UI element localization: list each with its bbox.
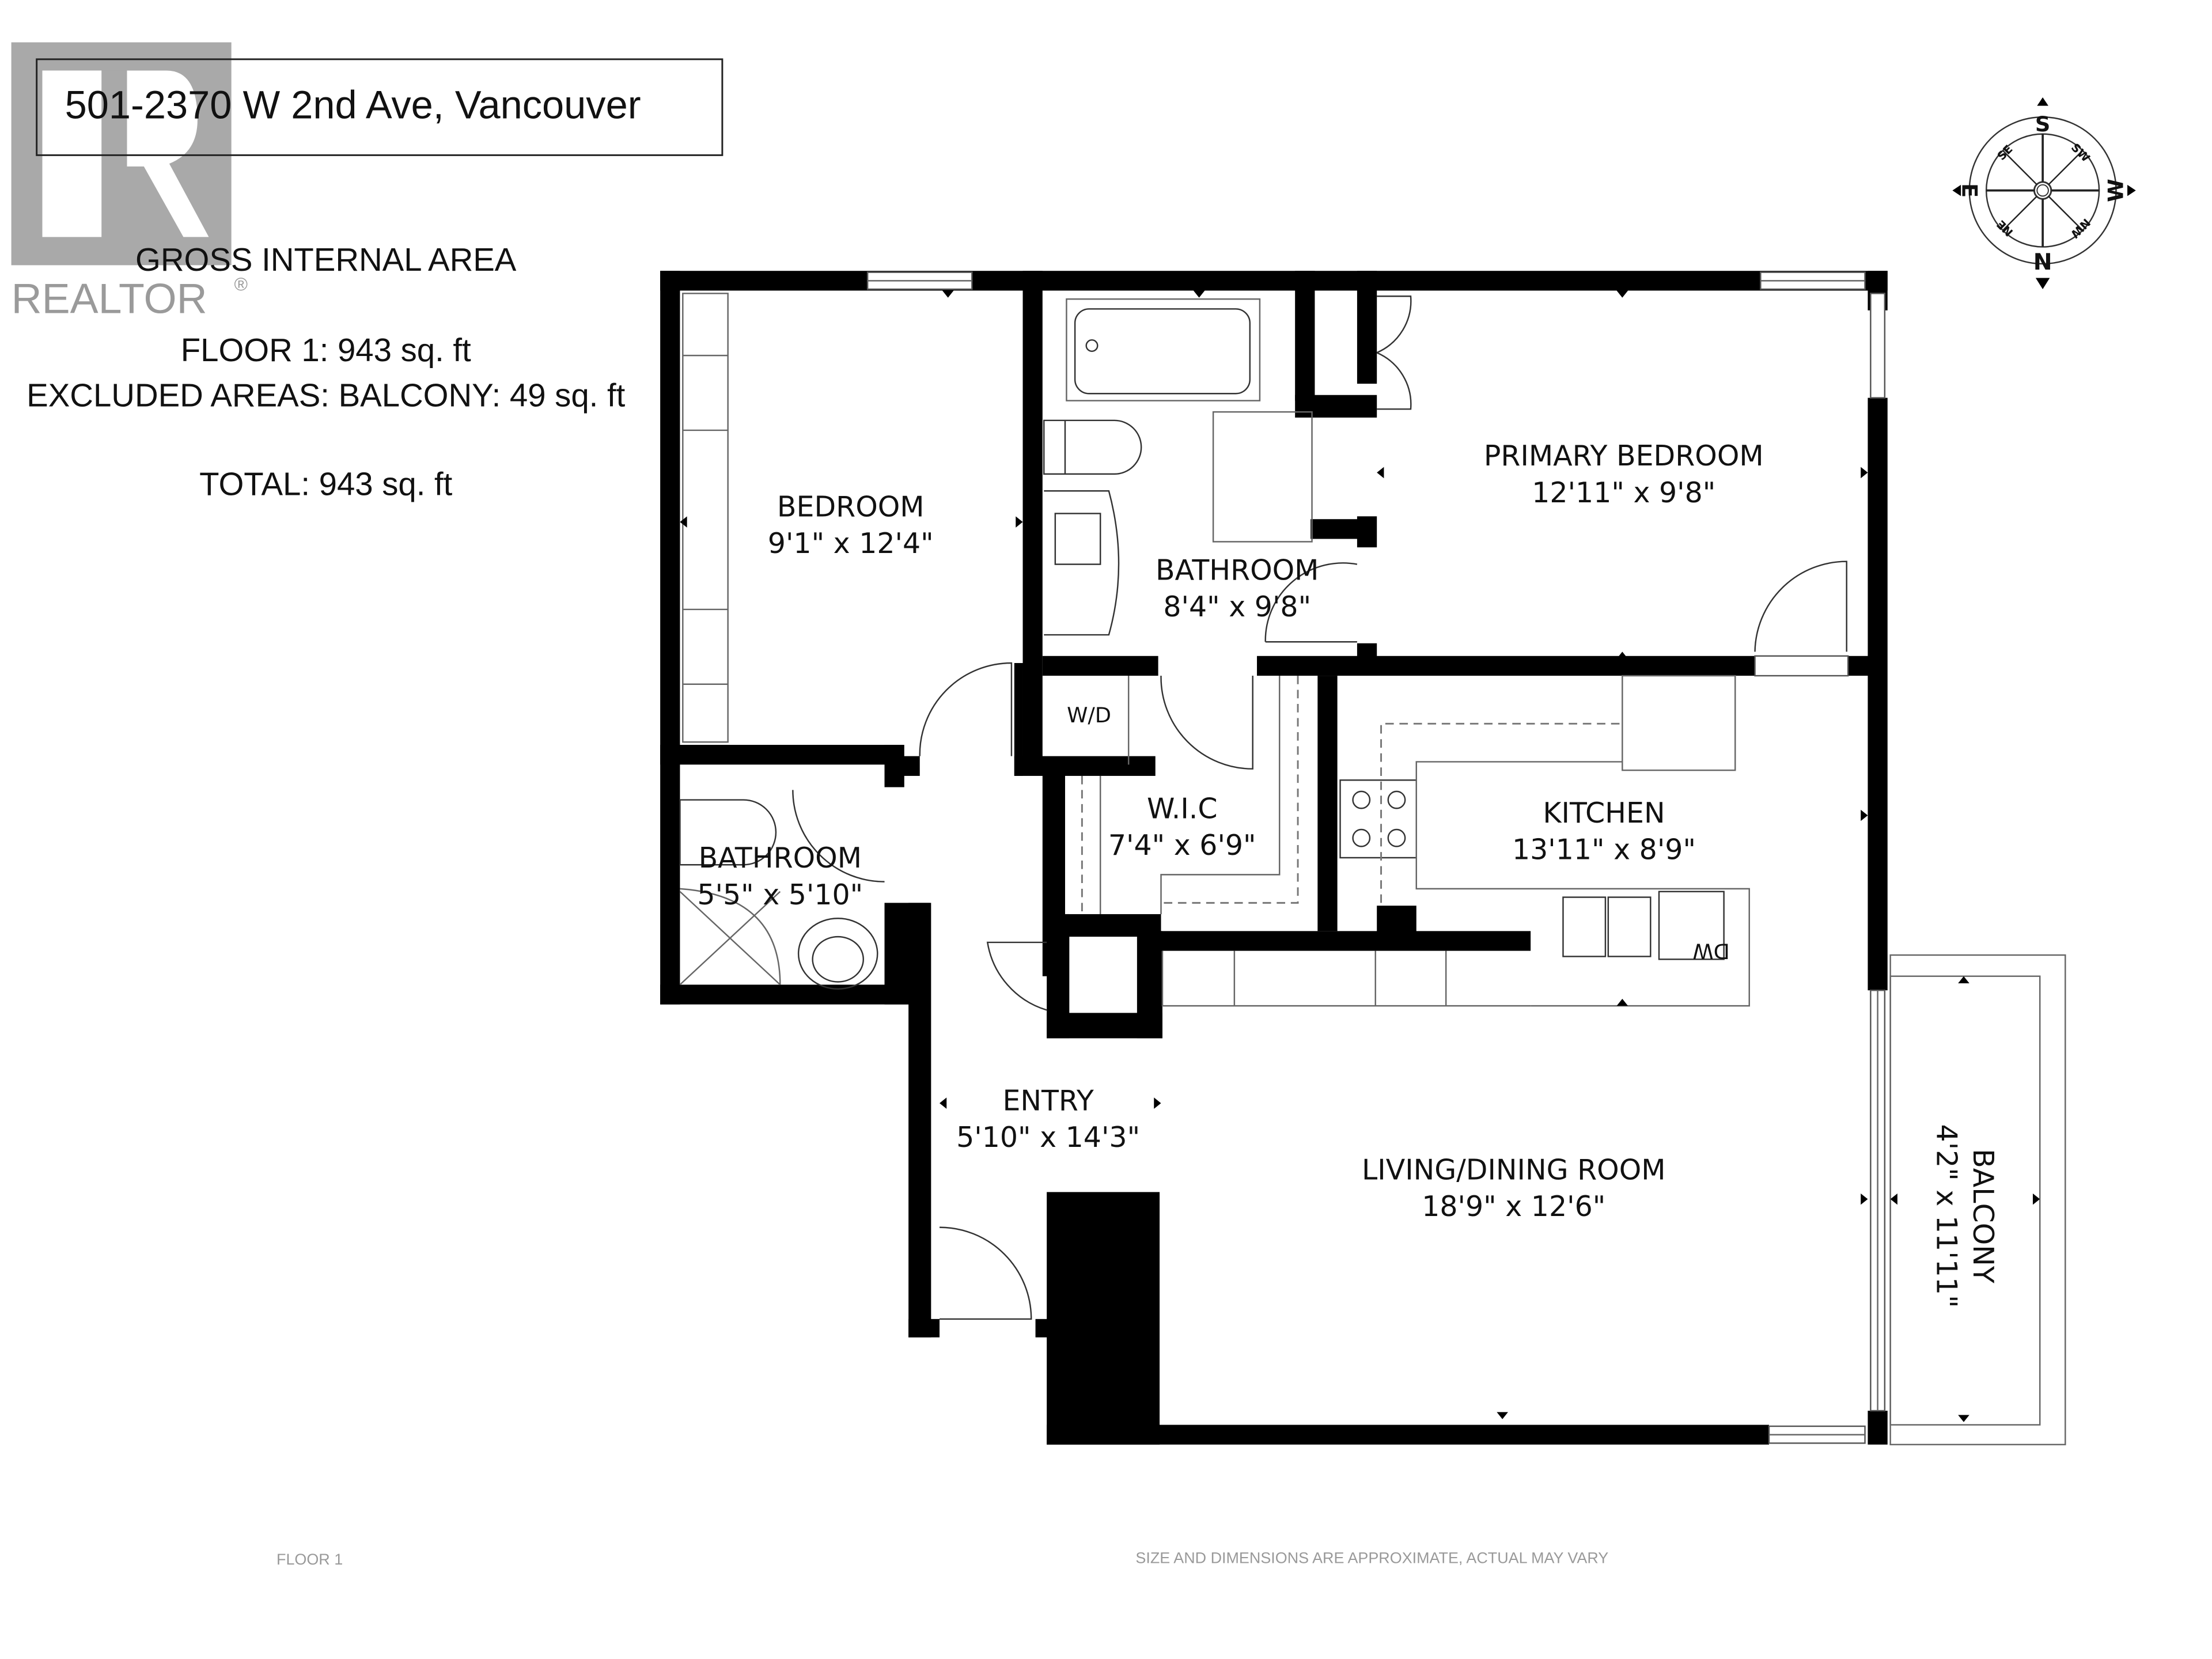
room-name: BEDROOM: [777, 490, 925, 523]
main-bathroom-fixtures: [1043, 298, 1358, 643]
disclaimer-text: SIZE AND DIMENSIONS ARE APPROXIMATE, ACT…: [1135, 1549, 1608, 1566]
room-name: PRIMARY BEDROOM: [1484, 440, 1764, 472]
realtor-brand-text: REALTOR: [12, 275, 207, 323]
wic-fixtures: [1081, 676, 1299, 914]
registered-mark: ®: [234, 274, 248, 294]
room-bedroom: BEDROOM 9'1" x 12'4": [768, 490, 934, 560]
room-entry: ENTRY 5'10" x 14'3": [956, 1084, 1140, 1154]
entry-doors: [940, 941, 1047, 1320]
primary-bedroom-doors: [1376, 296, 1849, 677]
room-name: W.I.C: [1147, 792, 1218, 825]
balcony-outline: [1889, 954, 2066, 1445]
compass-n-label: N: [2033, 249, 2052, 275]
room-dimensions: 13'11" x 8'9": [1512, 833, 1696, 866]
total-area-line: TOTAL: 943 sq. ft: [199, 466, 453, 502]
address-title-box: 501-2370 W 2nd Ave, Vancouver: [36, 58, 724, 156]
bedroom-door: [919, 662, 1013, 756]
room-name: KITCHEN: [1543, 797, 1665, 830]
room-name: BATHROOM: [1156, 554, 1319, 587]
address-title: 501-2370 W 2nd Ave, Vancouver: [65, 83, 641, 127]
room-name: LIVING/DINING ROOM: [1362, 1153, 1665, 1186]
walls: [660, 271, 1888, 1445]
room-wic: W.I.C 7'4" x 6'9": [1108, 792, 1256, 862]
windows: [866, 271, 1886, 1444]
room-bathroom-small: BATHROOM 5'5" x 5'10": [697, 842, 863, 911]
dishwasher-label: DW: [1692, 938, 1730, 963]
room-dimensions: 12'11" x 9'8": [1532, 476, 1715, 509]
area-summary: GROSS INTERNAL AREA FLOOR 1: 943 sq. ft …: [26, 241, 625, 502]
realtor-r-logo-icon: [11, 42, 232, 266]
room-dimensions: 4'2" x 11'11": [1930, 1124, 1963, 1308]
gross-area-heading: GROSS INTERNAL AREA: [135, 241, 517, 278]
room-dimensions: 7'4" x 6'9": [1108, 829, 1256, 862]
room-dimensions: 18'9" x 12'6": [1422, 1190, 1605, 1223]
room-living-dining: LIVING/DINING ROOM 18'9" x 12'6": [1362, 1153, 1665, 1223]
room-dimensions: 8'4" x 9'8": [1163, 590, 1311, 623]
compass-e-label: E: [1957, 183, 1982, 198]
room-balcony: BALCONY 4'2" x 11'11": [1930, 1124, 1999, 1308]
compass-rose-icon: S N E W SE SW NE NW: [1952, 97, 2136, 290]
compass-w-label: W: [2104, 179, 2128, 202]
room-name: ENTRY: [1002, 1084, 1093, 1117]
room-bathroom-main: BATHROOM 8'4" x 9'8": [1156, 554, 1319, 624]
floor-footer-label: FLOOR 1: [276, 1551, 343, 1568]
room-kitchen: KITCHEN 13'11" x 8'9": [1512, 797, 1696, 866]
room-primary-bedroom: PRIMARY BEDROOM 12'11" x 9'8": [1484, 440, 1764, 509]
excluded-area-line: EXCLUDED AREAS: BALCONY: 49 sq. ft: [26, 377, 625, 413]
room-dimensions: 9'1" x 12'4": [768, 527, 934, 560]
compass-s-label: S: [2035, 112, 2050, 137]
washer-dryer-label: W/D: [1067, 703, 1111, 728]
room-dimensions: 5'5" x 5'10": [697, 878, 863, 911]
dimension-markers: [680, 290, 2040, 1422]
small-bathroom-fixtures: [679, 790, 885, 990]
room-name: BALCONY: [1967, 1149, 1999, 1283]
room-dimensions: 5'10" x 14'3": [956, 1121, 1140, 1154]
kitchen-fixtures: DW: [1161, 675, 1750, 1007]
room-name: BATHROOM: [699, 842, 862, 874]
bedroom-wardrobe: [682, 293, 729, 743]
floor-area-line: FLOOR 1: 943 sq. ft: [181, 332, 471, 368]
